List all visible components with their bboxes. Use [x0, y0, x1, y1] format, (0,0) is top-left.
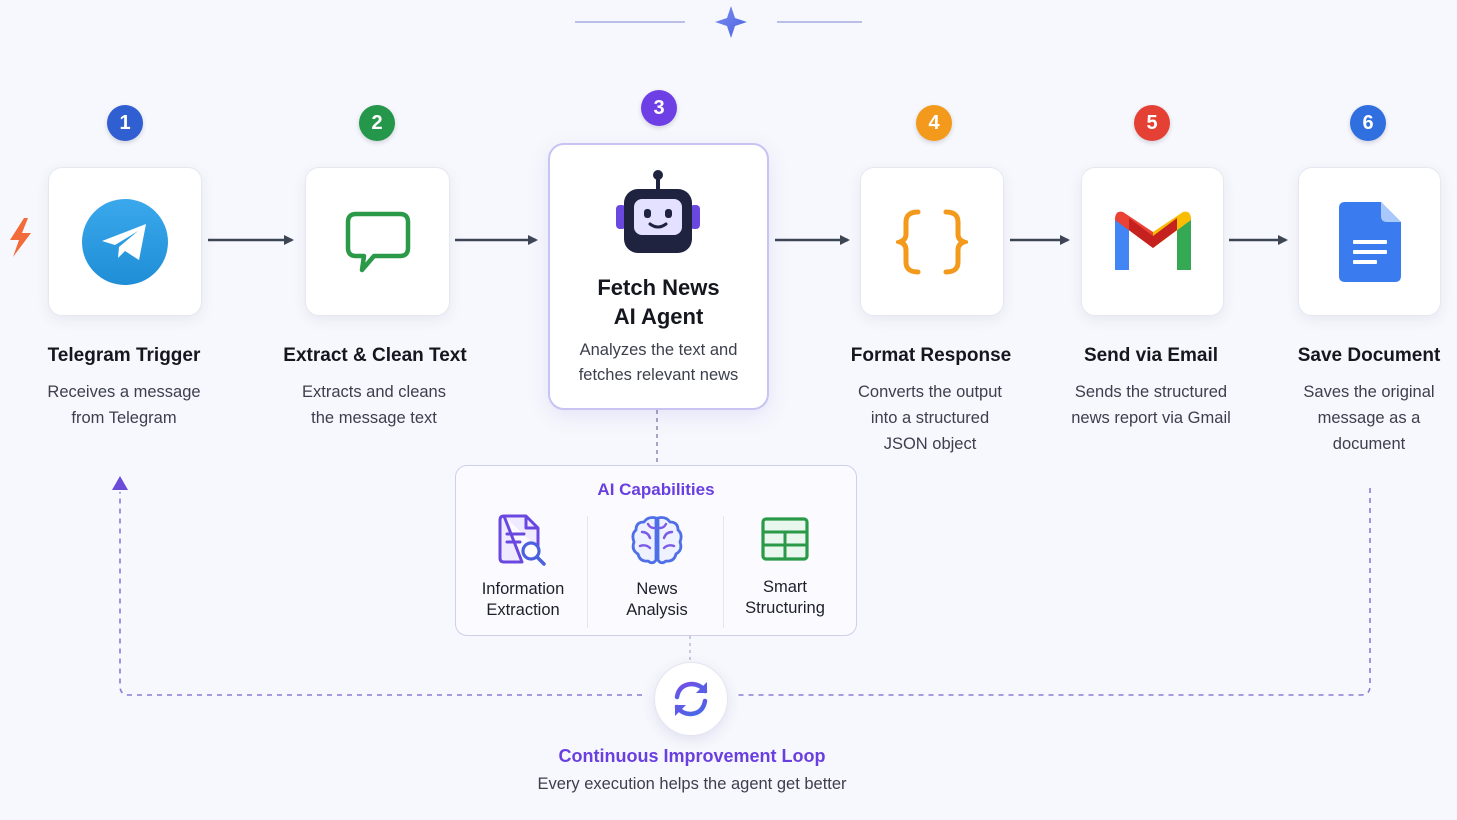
step-2-description: Extracts and cleans the message text [264, 379, 484, 431]
capability-3-label-line-1: Smart [762, 578, 807, 596]
google-docs-icon [1338, 201, 1401, 282]
robot-icon [616, 170, 700, 253]
header-decoration [575, 6, 862, 38]
step-1-desc-line-1: Receives a message [47, 383, 201, 401]
step-2-desc-line-2: the message text [311, 409, 437, 427]
format-response-card[interactable] [860, 167, 1004, 316]
fetch-news-agent-card[interactable]: Fetch News AI Agent Analyzes the text an… [548, 143, 769, 410]
sparkle-icon [715, 6, 747, 38]
step-6-desc-line-3: document [1332, 435, 1406, 453]
capability-3-label: Smart Structuring [720, 577, 850, 619]
step-5-desc-line-1: Sends the structured [1074, 383, 1228, 401]
agent-title-line-2: AI Agent [613, 304, 704, 329]
step-4-description: Converts the output into a structured JS… [820, 379, 1040, 457]
capability-smart-structuring[interactable]: Smart Structuring [720, 514, 850, 619]
save-document-card[interactable] [1298, 167, 1441, 316]
feedback-arrowhead [112, 476, 128, 490]
step-1-badge: 1 [107, 105, 143, 141]
capability-information-extraction[interactable]: Information Extraction [458, 514, 588, 621]
step-5-badge: 5 [1134, 105, 1170, 141]
step-1-title: Telegram Trigger [47, 345, 201, 366]
capability-divider-2 [723, 516, 724, 628]
step-6-desc-line-1: Saves the original [1303, 383, 1435, 401]
step-1-desc-line-2: from Telegram [71, 409, 177, 427]
capability-divider-1 [587, 516, 588, 628]
step-4-badge: 4 [916, 105, 952, 141]
agent-desc-line-1: Analyzes the text and [579, 341, 738, 359]
step-5-desc-line-2: news report via Gmail [1071, 409, 1231, 427]
chat-bubble-icon [345, 211, 410, 272]
capability-2-label-line-2: Analysis [626, 601, 688, 619]
step-6-desc-line-2: message as a [1317, 409, 1421, 427]
step-4-desc-line-2: into a structured [870, 409, 990, 427]
capability-3-label-line-2: Structuring [745, 599, 825, 617]
capability-news-analysis[interactable]: News Analysis [592, 514, 722, 621]
step-4-desc-line-1: Converts the output [857, 383, 1002, 401]
improvement-loop-button[interactable] [654, 662, 728, 736]
step-2-desc-line-1: Extracts and cleans [302, 383, 446, 401]
telegram-trigger-card[interactable] [48, 167, 202, 316]
ai-capabilities-panel: AI Capabilities Information Extraction N… [455, 465, 857, 636]
lightning-bolt-icon [10, 218, 31, 257]
telegram-icon [82, 198, 168, 285]
send-email-card[interactable] [1081, 167, 1224, 316]
step-3-badge: 3 [641, 90, 677, 126]
agent-desc-line-2: fetches relevant news [578, 366, 739, 384]
document-search-icon [498, 514, 546, 566]
step-5-description: Sends the structured news report via Gma… [1041, 379, 1261, 431]
loop-title: Continuous Improvement Loop [558, 746, 826, 766]
table-grid-icon [761, 517, 809, 561]
loop-subtitle: Every execution helps the agent get bett… [537, 775, 847, 793]
capability-2-label-line-1: News [636, 580, 678, 598]
refresh-cycle-icon [674, 681, 708, 717]
step-2-badge: 2 [359, 105, 395, 141]
step-6-badge: 6 [1350, 105, 1386, 141]
gmail-icon [1114, 211, 1191, 270]
capability-1-label: Information Extraction [458, 579, 588, 621]
step-1-description: Receives a message from Telegram [14, 379, 234, 431]
step-6-title: Save Document [1297, 345, 1441, 366]
step-5-title: Send via Email [1083, 345, 1219, 366]
agent-title: Fetch News AI Agent [550, 273, 767, 331]
curly-braces-icon [896, 209, 968, 274]
capability-1-label-line-1: Information [481, 580, 565, 598]
agent-title-line-1: Fetch News [597, 275, 720, 300]
feedback-loop-path [119, 488, 1371, 696]
step-6-description: Saves the original message as a document [1259, 379, 1457, 457]
capability-1-label-line-2: Extraction [486, 601, 560, 619]
step-4-desc-line-3: JSON object [883, 435, 977, 453]
capability-2-label: News Analysis [592, 579, 722, 621]
step-4-title: Format Response [850, 345, 1012, 366]
extract-clean-card[interactable] [305, 167, 450, 316]
brain-icon [631, 516, 683, 565]
step-2-title: Extract & Clean Text [283, 345, 467, 366]
agent-description: Analyzes the text and fetches relevant n… [550, 338, 767, 388]
ai-capabilities-title: AI Capabilities [597, 480, 715, 499]
